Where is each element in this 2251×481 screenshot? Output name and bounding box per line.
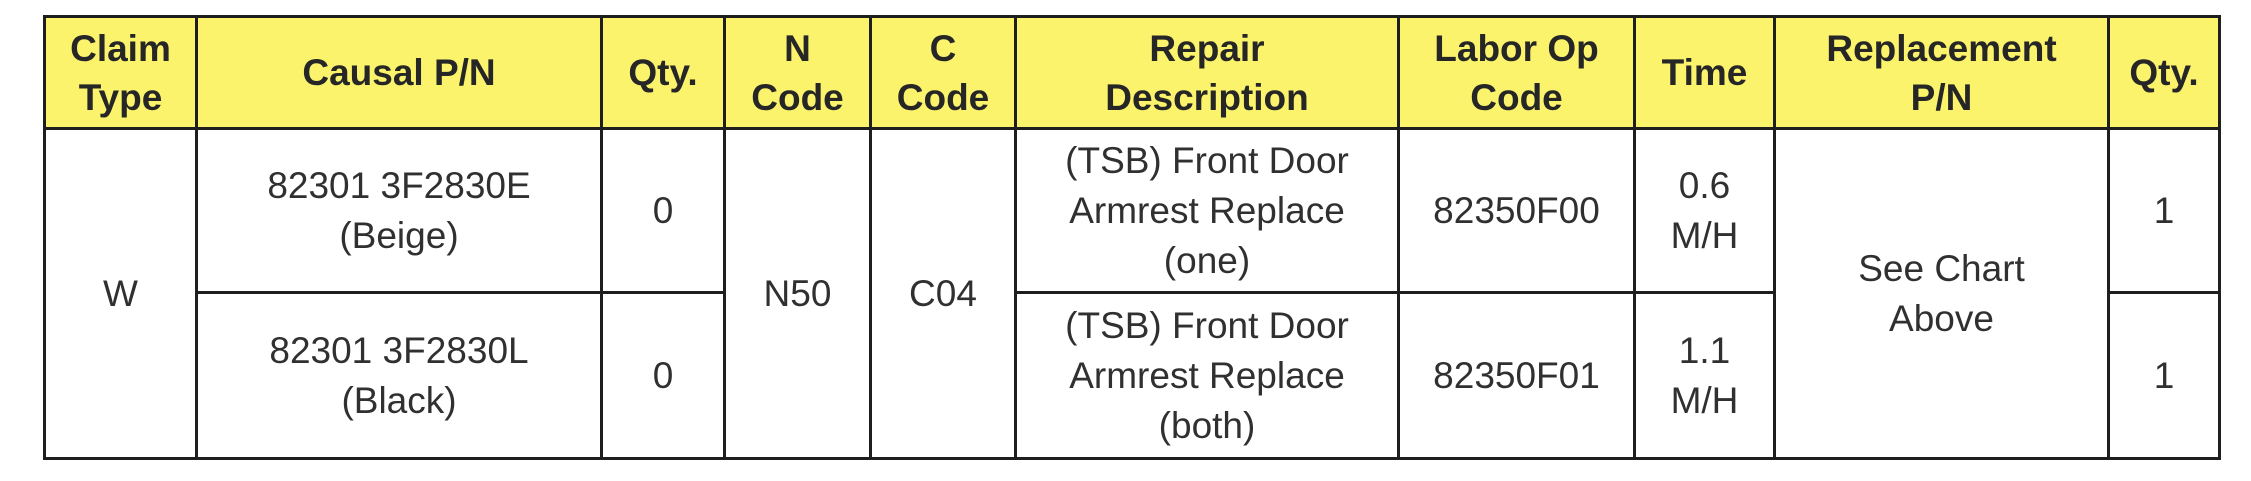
cell-time: 1.1 M/H bbox=[1633, 291, 1776, 460]
cell-replacement-qty: 1 bbox=[2107, 291, 2221, 460]
cell-repair-description: (TSB) Front Door Armrest Replace (one) bbox=[1014, 127, 1400, 294]
header-replacement-qty: Qty. bbox=[2107, 15, 2221, 130]
cell-c-code: C04 bbox=[869, 127, 1017, 460]
table-row: 82301 3F2830L (Black) 0 (TSB) Front Door… bbox=[45, 291, 2221, 460]
cell-n-code: N50 bbox=[723, 127, 872, 460]
cell-qty: 0 bbox=[600, 127, 726, 294]
cell-replacement-qty: 1 bbox=[2107, 127, 2221, 294]
cell-qty: 0 bbox=[600, 291, 726, 460]
cell-labor-op-code: 82350F01 bbox=[1397, 291, 1636, 460]
header-qty: Qty. bbox=[600, 15, 726, 130]
header-time: Time bbox=[1633, 15, 1776, 130]
header-claim-type: Claim Type bbox=[43, 15, 198, 130]
cell-causal-pn: 82301 3F2830E (Beige) bbox=[195, 127, 603, 294]
header-repair-description: Repair Description bbox=[1014, 15, 1400, 130]
table-row: W 82301 3F2830E (Beige) 0 N50 C04 (TSB) … bbox=[43, 127, 2221, 460]
header-row: Claim Type Causal P/N Qty. N Code C Code… bbox=[43, 15, 2221, 130]
header-c-code: C Code bbox=[869, 15, 1017, 130]
header-replacement-pn: Replacement P/N bbox=[1773, 15, 2110, 130]
header-labor-op-code: Labor Op Code bbox=[1397, 15, 1636, 130]
cell-labor-op-code: 82350F00 bbox=[1397, 127, 1636, 294]
cell-causal-pn: 82301 3F2830L (Black) bbox=[195, 291, 603, 460]
header-n-code: N Code bbox=[723, 15, 872, 130]
cell-time: 0.6 M/H bbox=[1633, 127, 1776, 294]
claim-table: Claim Type Causal P/N Qty. N Code C Code… bbox=[43, 15, 2221, 460]
cell-replacement-pn: See Chart Above bbox=[1773, 127, 2110, 460]
cell-repair-description: (TSB) Front Door Armrest Replace (both) bbox=[1014, 291, 1400, 460]
cell-claim-type: W bbox=[43, 127, 198, 460]
header-causal-pn: Causal P/N bbox=[195, 15, 603, 130]
